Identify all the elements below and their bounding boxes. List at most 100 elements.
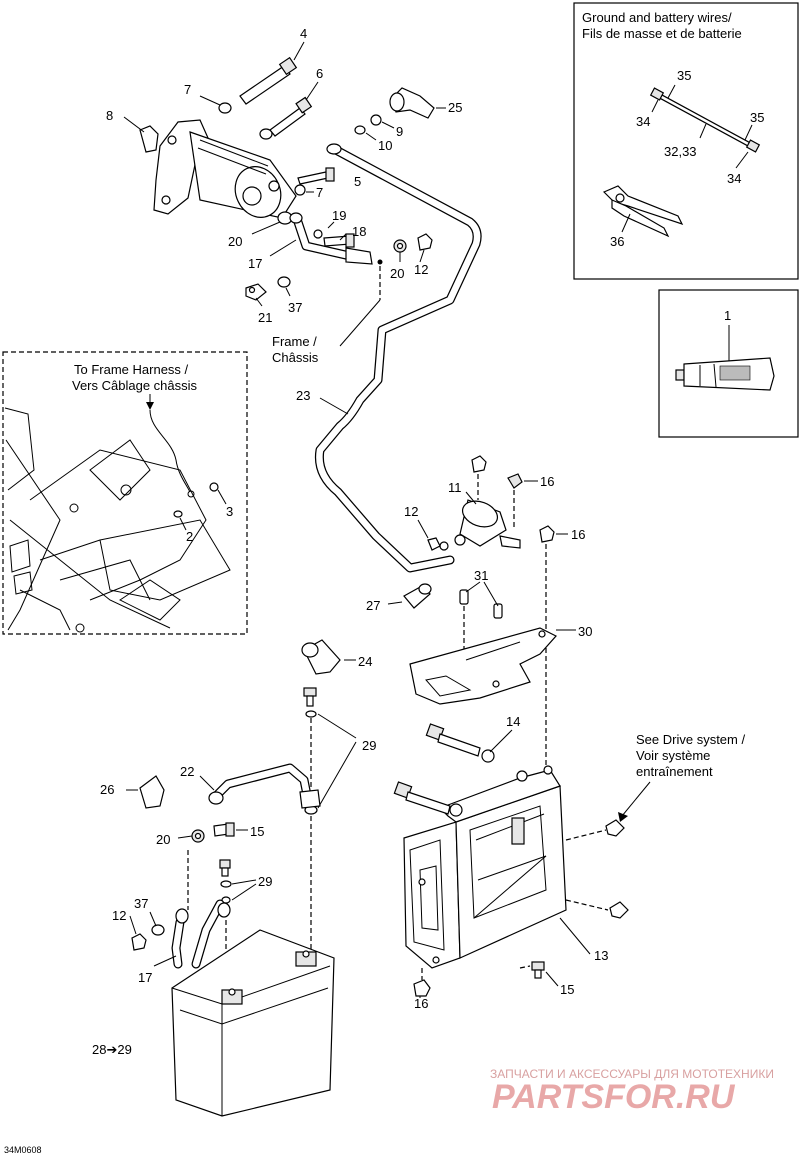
callout-1: 1	[724, 308, 731, 323]
terminal-bolt-29	[219, 859, 231, 869]
battery-tray	[403, 765, 567, 969]
callout-19: 19	[332, 208, 346, 223]
callout-12: 12	[404, 504, 418, 519]
callout-8: 8	[106, 108, 113, 123]
bolt-15	[213, 822, 235, 837]
terminal-cap-24	[301, 639, 341, 675]
bolt-6	[269, 96, 313, 137]
callout-12: 12	[112, 908, 126, 923]
callout-31: 31	[474, 568, 488, 583]
callout-15: 15	[250, 824, 264, 839]
drive-note-en: See Drive system /	[636, 732, 745, 747]
callout-2: 2	[186, 529, 193, 544]
inset-border	[2, 351, 248, 635]
callout-20: 20	[390, 266, 404, 281]
starter-motor	[139, 119, 297, 219]
nut-9	[370, 114, 382, 126]
washer-19	[313, 229, 323, 239]
cable-5-terminal	[326, 143, 342, 155]
terminal-boot-27	[403, 583, 432, 609]
solenoid-bracket-30	[409, 627, 557, 705]
callout-32-33: 32,33	[664, 144, 697, 159]
callout-16: 16	[414, 996, 428, 1011]
callout-17: 17	[138, 970, 152, 985]
inset-border	[573, 2, 799, 280]
bolt-14	[393, 781, 463, 817]
washer-37	[277, 276, 291, 288]
ring-terminal-34-bottom	[745, 139, 761, 153]
nut-12	[427, 537, 441, 551]
rubber-pad-31	[493, 603, 503, 619]
nut-12	[131, 933, 147, 951]
callout-27: 27	[366, 598, 380, 613]
callout-16: 16	[571, 527, 585, 542]
washer-29	[305, 710, 317, 718]
nut-16	[539, 525, 555, 543]
terminal-boot-25	[389, 87, 435, 119]
callout-23: 23	[296, 388, 310, 403]
callout-29: 29	[258, 874, 272, 889]
callout-34: 34	[727, 171, 741, 186]
figure-code: 34M0608	[4, 1145, 42, 1155]
callout-17: 17	[248, 256, 262, 271]
washer-7	[218, 102, 232, 114]
callout-9: 9	[396, 124, 403, 139]
inset-frame-harness: To Frame Harness / Vers Câblage châssis	[2, 351, 248, 635]
frame-sketch	[4, 407, 231, 633]
ground-cable-17	[192, 900, 224, 968]
cable-17-terminal	[345, 247, 373, 265]
callout-6: 6	[316, 66, 323, 81]
bolt-4	[239, 56, 298, 105]
inset-ground-battery-wires: Ground and battery wires/ Fils de masse …	[573, 2, 799, 280]
washer-10	[354, 125, 366, 135]
bolt-7	[297, 167, 335, 185]
drive-note-fr1: Voir système	[636, 748, 710, 763]
callout-36: 36	[610, 234, 624, 249]
watermark-text: ЗАПЧАСТИ И АКСЕССУАРЫ ДЛЯ МОТОТЕХНИКИ	[490, 1067, 774, 1081]
washer-29	[220, 880, 232, 888]
bolt-15	[531, 961, 545, 979]
callout-34: 34	[636, 114, 650, 129]
callout-35: 35	[750, 110, 764, 125]
callout-16: 16	[540, 474, 554, 489]
positive-cable-22	[212, 764, 312, 804]
starter-solenoid	[439, 499, 521, 551]
nut-12	[417, 233, 433, 251]
callout-30: 30	[578, 624, 592, 639]
terminal-boot-26	[139, 775, 165, 809]
callout-37: 37	[134, 896, 148, 911]
callout-5: 5	[354, 174, 361, 189]
callout-7: 7	[316, 185, 323, 200]
callout-14: 14	[506, 714, 520, 729]
callout-20: 20	[228, 234, 242, 249]
washer-7-lower	[294, 184, 306, 196]
frame-harness-fr: Vers Câblage châssis	[72, 378, 198, 393]
inset-title-fr: Fils de masse et de batterie	[582, 26, 742, 41]
callout-13: 13	[594, 948, 608, 963]
crimp-tool	[602, 185, 684, 238]
callout-24: 24	[358, 654, 372, 669]
washer-37	[151, 924, 165, 936]
watermark-logo: PARTSFOR.RU	[492, 1078, 736, 1116]
rubber-pad-31	[459, 589, 469, 605]
terminal-21	[245, 283, 267, 301]
callout-22: 22	[180, 764, 194, 779]
washer-2	[173, 510, 183, 518]
inset-title-en: Ground and battery wires/	[582, 10, 732, 25]
callout-35: 35	[677, 68, 691, 83]
nut	[259, 128, 273, 140]
callout-7: 7	[184, 82, 191, 97]
fastener	[605, 819, 625, 837]
callout-20: 20	[156, 832, 170, 847]
frame-label-en: Frame /	[272, 334, 317, 349]
callout-37: 37	[288, 300, 302, 315]
drive-note-fr2: entraînement	[636, 764, 713, 779]
bolt-14	[425, 723, 495, 763]
callout-3: 3	[226, 504, 233, 519]
ground-cable-17	[294, 218, 354, 260]
callout-15: 15	[560, 982, 574, 997]
callout-21: 21	[258, 310, 272, 325]
inset-dielectric-grease: 1	[658, 289, 799, 438]
callout-4: 4	[300, 26, 307, 41]
